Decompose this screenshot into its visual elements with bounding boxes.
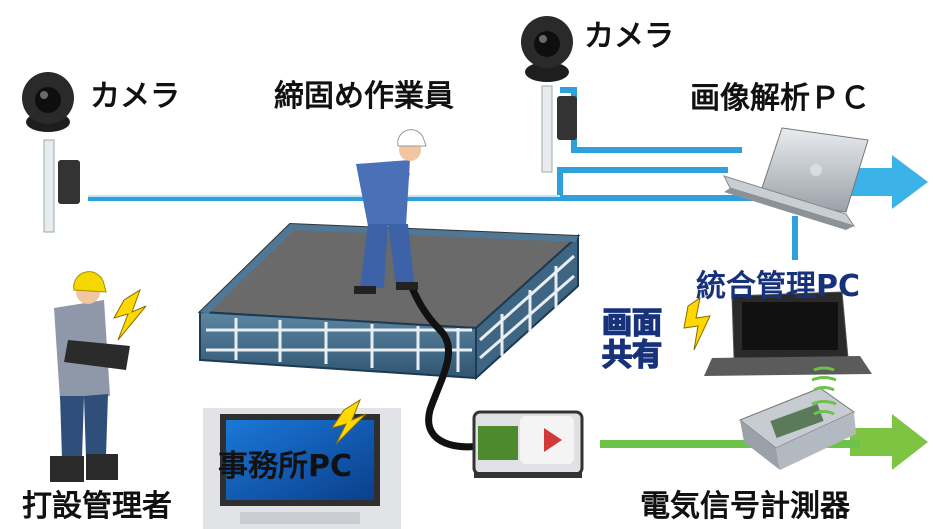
laptop-icon xyxy=(723,127,869,230)
concrete-formwork xyxy=(197,222,581,381)
output-arrow-blue xyxy=(840,155,928,209)
site-manager-label: 打設管理者 xyxy=(22,489,172,524)
signal-line xyxy=(600,440,860,448)
screen-share-label-line1: 画面 xyxy=(601,306,663,341)
camera-label-left: カメラ xyxy=(90,79,180,114)
analysis-pc-label: 画像解析ＰＣ xyxy=(690,81,870,116)
manager-figure xyxy=(50,271,130,482)
laptop-icon xyxy=(704,291,872,376)
lightning-icon xyxy=(112,288,147,341)
integrated-pc-label: 統合管理PC xyxy=(696,269,861,304)
worker-figure xyxy=(354,129,481,451)
vibrator-icon xyxy=(472,410,584,478)
lightning-icon xyxy=(330,398,367,445)
camera-icon xyxy=(521,16,577,173)
wireless-signal-icon xyxy=(811,366,837,416)
monitor-icon xyxy=(203,408,401,529)
screen-share-label-line2: 共有 xyxy=(601,338,663,373)
meter-device-icon xyxy=(739,387,856,470)
office-pc-label: 事務所PC xyxy=(218,449,353,484)
lightning-icon xyxy=(683,296,711,351)
worker-label: 締固め作業員 xyxy=(274,79,454,114)
meter-label: 電気信号計測器 xyxy=(640,489,850,524)
output-arrow-green xyxy=(850,414,928,470)
camera-icon xyxy=(22,72,80,233)
camera-label-right: カメラ xyxy=(584,19,674,54)
